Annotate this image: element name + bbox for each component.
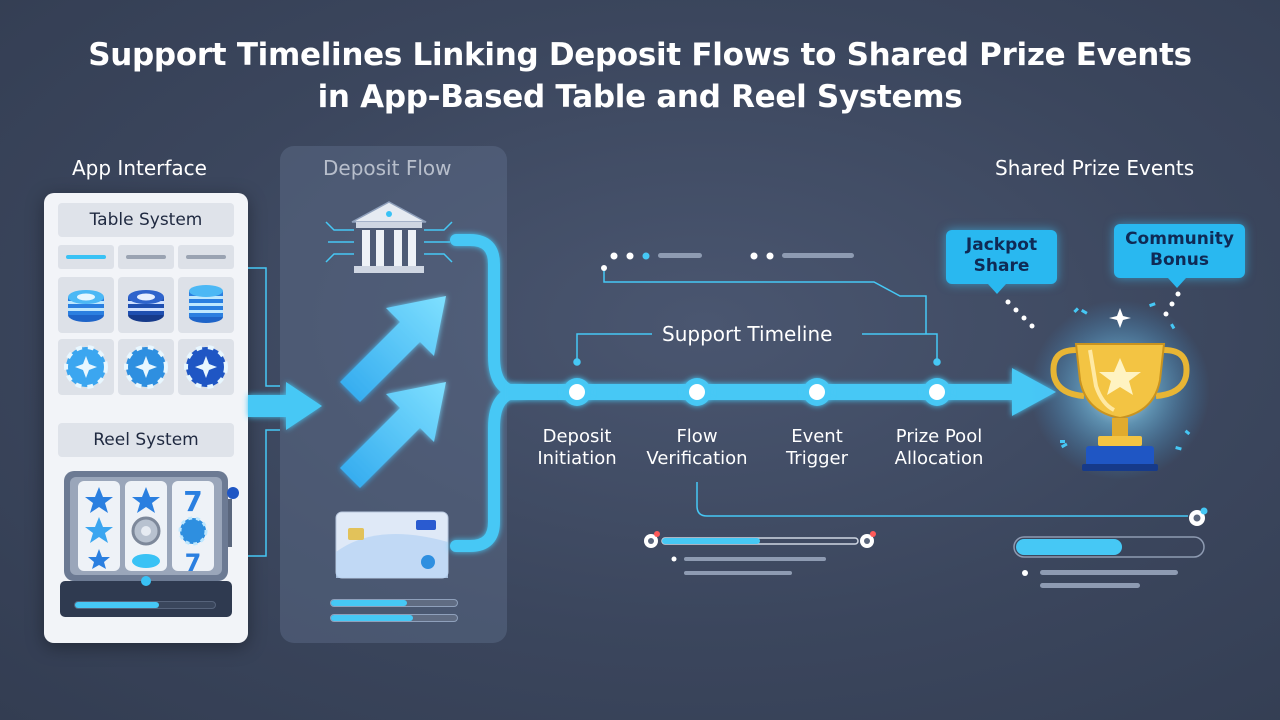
reel-progress-bar [74,601,216,609]
callout-connector-dots [1005,291,1181,329]
app-to-deposit-arrow [248,382,322,430]
step-flow-verification: Flow Verification [627,426,767,470]
step-deposit-initiation: Deposit Initiation [507,426,647,470]
deposit-arrow-upper [340,296,446,402]
timeline-bracket [573,268,941,366]
verification-bracket [696,482,1188,517]
chip-stack-icon [178,277,234,333]
step-line-1: Event [791,426,843,447]
callout-line-1: Community [1125,229,1234,249]
shared-prize-events-label: Shared Prize Events [995,156,1195,180]
chip-icon [118,339,174,395]
chip-icon [178,339,234,395]
app-interface-label: App Interface [72,156,207,180]
trophy-icon [1030,300,1210,480]
title-line-1: Support Timelines Linking Deposit Flows … [88,37,1192,73]
slot-machine-icon: 7 7 [60,469,240,619]
svg-text:7: 7 [183,485,202,518]
bank-icon [325,201,453,273]
step-line-2: Allocation [894,448,984,469]
chip-stack-icon [58,277,114,333]
timeline-node-flow-verification [683,378,711,406]
title-line-2: in App-Based Table and Reel Systems [317,79,963,115]
support-timeline-line [510,368,1056,416]
deposit-progress-fill-1 [331,600,407,606]
timeline-nodes [563,378,951,406]
step-event-trigger: Event Trigger [747,426,887,470]
step-line-2: Initiation [537,448,617,469]
timeline-node-prize-pool-allocation [923,378,951,406]
timeline-node-event-trigger [803,378,831,406]
deposit-progress-bar-2 [330,614,458,622]
deposit-flow-label: Deposit Flow [323,156,452,180]
step-prize-pool-allocation: Prize Pool Allocation [869,426,1009,470]
table-tab[interactable] [58,245,114,269]
chip-icon [58,339,114,395]
step-line-1: Deposit [542,426,612,447]
step-line-1: Prize Pool [895,426,983,447]
status-indicators-top [601,252,854,271]
support-timeline-label: Support Timeline [662,322,833,346]
table-tab[interactable] [118,245,174,269]
table-system-header: Table System [58,203,234,237]
app-bracket-lines [248,267,280,557]
app-interface-panel: Table System Reel System 7 [44,193,248,643]
chip-stack-icon [118,277,174,333]
callout-line-1: Jackpot [965,235,1038,255]
deposit-arrow-lower [340,382,446,488]
callout-community-bonus: Community Bonus [1114,224,1245,288]
step-line-2: Verification [646,448,748,469]
callout-jackpot-share: Jackpot Share [946,230,1057,294]
reel-progress-fill [75,602,159,608]
timeline-node-deposit-initiation [563,378,591,406]
callout-line-2: Bonus [1150,250,1209,270]
deposit-progress-bar-1 [330,599,458,607]
svg-text:7: 7 [185,549,202,577]
deposit-connector [450,234,526,552]
reel-system-header: Reel System [58,423,234,457]
step-line-1: Flow [676,426,718,447]
step-line-2: Trigger [785,448,849,469]
prize-status-widget [1013,507,1208,588]
deposit-progress-fill-2 [331,615,413,621]
lower-status-widget [644,531,876,575]
page-title: Support Timelines Linking Deposit Flows … [0,34,1280,118]
table-tab[interactable] [178,245,234,269]
credit-card-icon [335,511,449,579]
callout-line-2: Share [973,256,1030,276]
